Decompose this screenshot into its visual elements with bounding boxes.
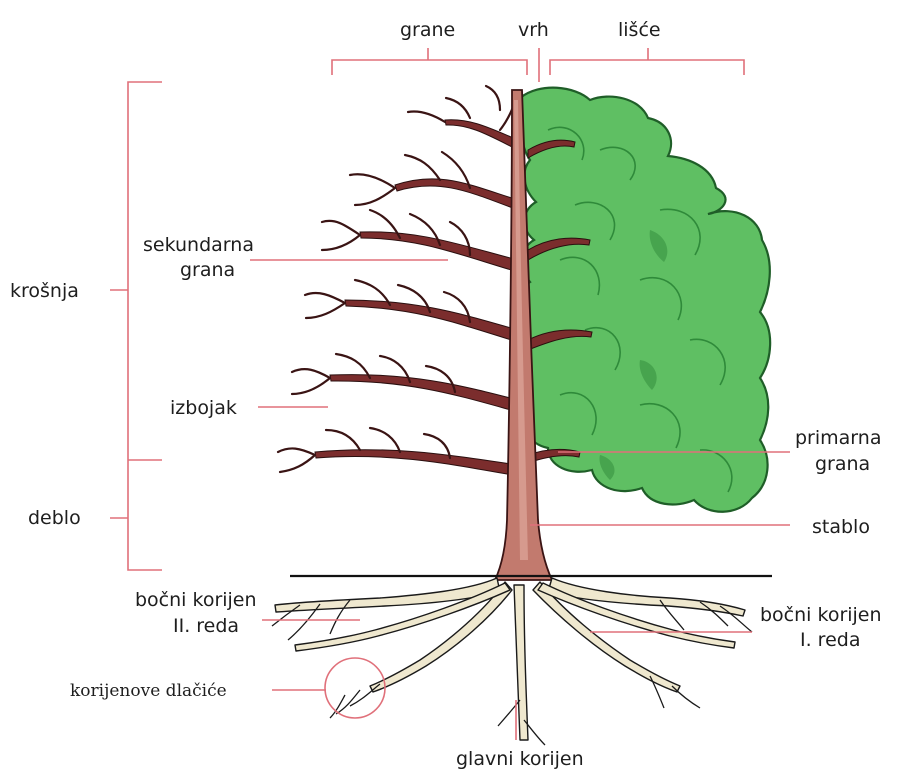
label-primarna-line2: grana (815, 453, 870, 475)
label-lisce: lišće (618, 19, 661, 41)
label-bocni2-line2: II. reda (173, 615, 239, 637)
label-sekundarna-line2: grana (180, 259, 235, 281)
label-sekundarna-line1: sekundarna (143, 234, 254, 256)
foliage (516, 88, 770, 512)
label-stablo: stablo (812, 516, 870, 538)
left-bracket (110, 82, 162, 570)
label-krosnja: krošnja (10, 280, 79, 302)
label-bocni1-line1: bočni korijen (760, 604, 882, 626)
root-hairs (272, 600, 752, 745)
label-glavni-korijen: glavni korijen (456, 748, 584, 770)
label-vrh: vrh (518, 19, 549, 41)
label-primarna-line1: primarna (795, 427, 881, 449)
label-deblo: deblo (28, 507, 81, 529)
label-izbojak: izbojak (170, 397, 237, 419)
twigs (278, 86, 518, 472)
label-bocni1-line2: I. reda (800, 629, 860, 651)
top-brackets (332, 48, 744, 82)
label-grane: grane (400, 19, 455, 41)
label-korijenove-dlacice: korijenove dlačiće (70, 681, 227, 701)
label-bocni2-line1: bočni korijen (135, 589, 257, 611)
